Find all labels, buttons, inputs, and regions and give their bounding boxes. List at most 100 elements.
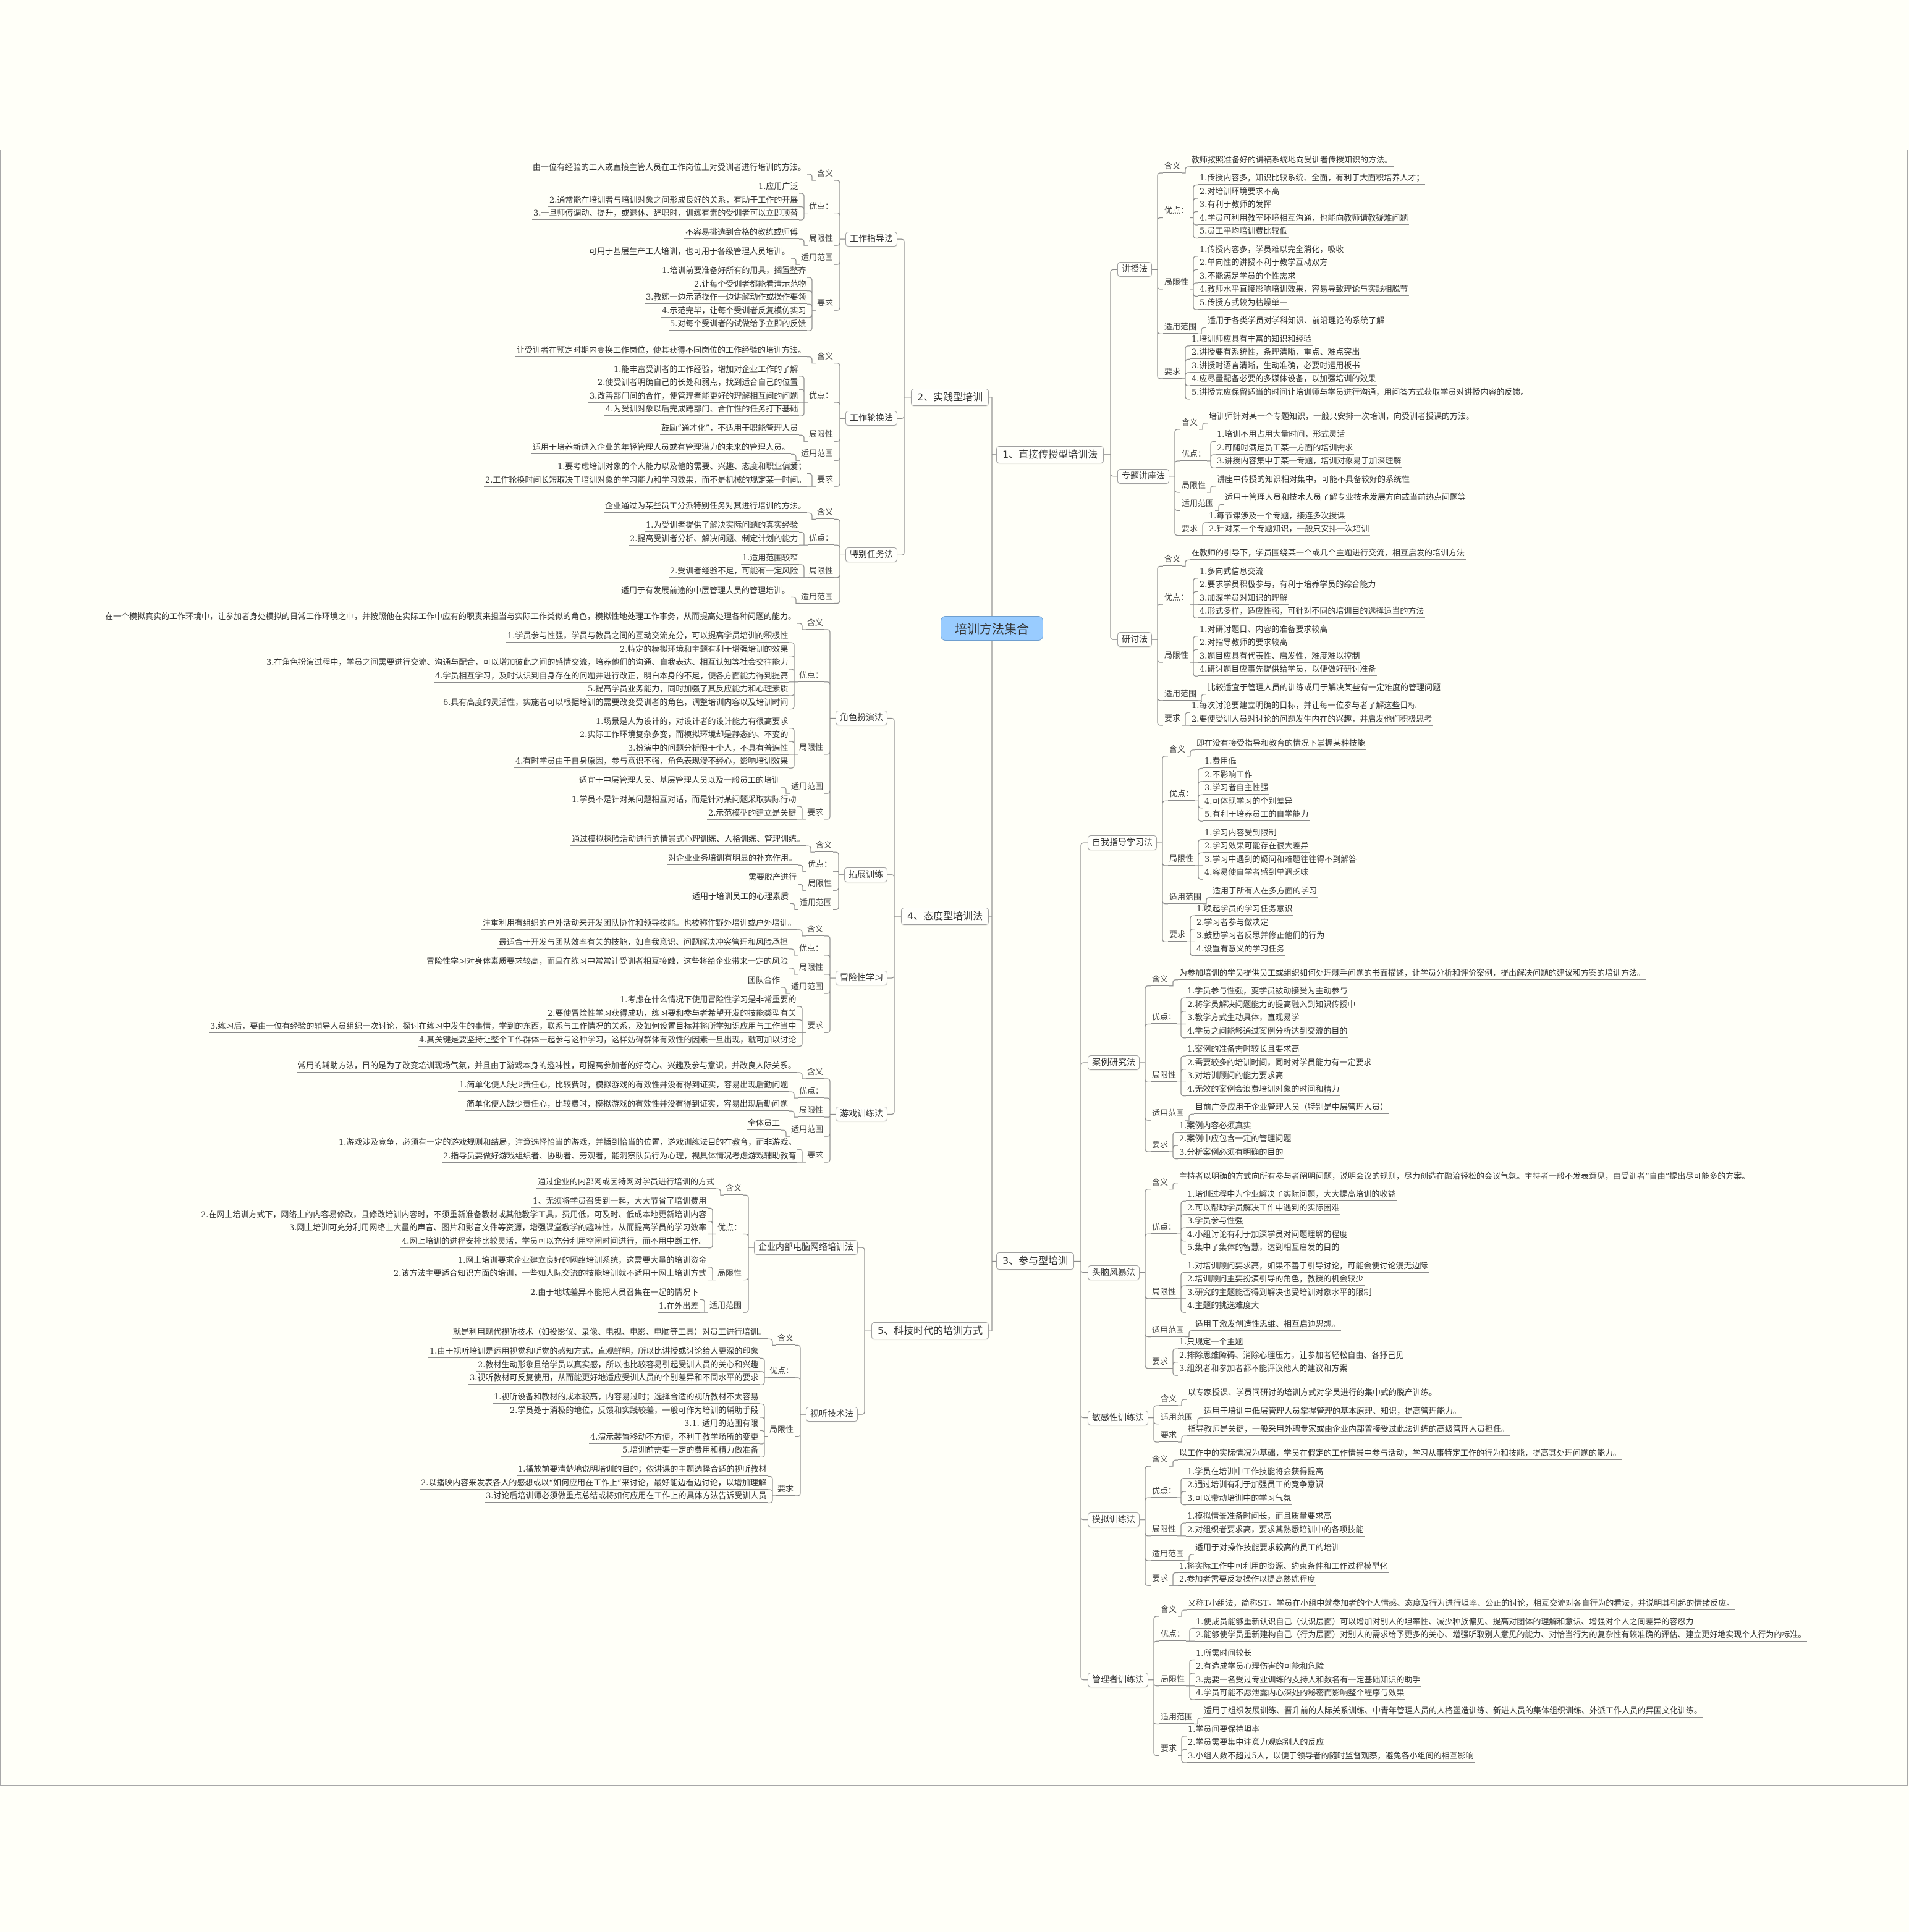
leaf-item: 比较适宜于管理人员的训练或用于解决某些有一定难度的管理问题 [1206,682,1442,694]
central-topic[interactable]: 培训方法集合 [941,616,1043,641]
method-node[interactable]: 拓展训练 [844,867,887,882]
method-node[interactable]: 头脑风暴法 [1088,1265,1140,1280]
category-label: 优点： [798,1086,825,1099]
method-node[interactable]: 研讨法 [1117,632,1152,648]
category-label: 局限性 [1159,1674,1187,1686]
category-label: 要求 [1159,1743,1179,1756]
method-node[interactable]: 视听技术法 [806,1407,858,1422]
leaf-item: 以工作中的实际情况为基础，学员在假定的工作情景中参与活动，学习从事特定工作的行为… [1178,1448,1623,1461]
category-label: 含义 [816,168,835,180]
branch-node[interactable]: 1、直接传授型培训法 [996,445,1104,463]
leaf-item: 培训师针对某一个专题知识，一般只安排一次培训，向受训者授课的方法。 [1208,411,1476,423]
category-label: 适用范围 [800,252,835,265]
branch-node[interactable]: 3、参与型培训 [996,1252,1075,1270]
leaf-item: 1.费用低 [1203,756,1238,769]
category-label: 含义 [1168,744,1187,756]
leaf-item: 2.通过培训有利于加强员工的竞争意识 [1186,1479,1325,1492]
leaf-item: 1、无须将学员召集到一起，大大节省了培训费用 [531,1196,708,1209]
branch-node[interactable]: 4、态度型培训法 [901,907,989,925]
method-node[interactable]: 模拟训练法 [1088,1512,1140,1527]
leaf-item: 以专家授课、学员间研讨的培训方式对学员进行的集中式的脱产训练。 [1187,1387,1439,1400]
leaf-item: 2.通常能在培训者与培训对象之间形成良好的关系，有助于工作的开展 [548,195,800,207]
category-label: 适用范围 [1159,1412,1195,1424]
leaf-item: 3.鼓励学习者反思并修正他们的行为 [1195,930,1326,943]
leaf-item: 2.以播映内容来发表各人的感想或以“如何应用在工作上”来讨论，最好能边看边讨论，… [420,1477,768,1490]
leaf-item: 3.组织者和参加者都不能评议他人的建议和方案 [1178,1363,1349,1376]
category-label: 优点： [1168,788,1195,801]
category-label: 适用范围 [798,897,834,910]
method-node[interactable]: 工作指导法 [845,232,897,247]
category-label: 局限性 [808,565,835,578]
leaf-item: 5.讲授完应保留适当的时间让培训师与学员进行沟通，用问答方式获取学员对讲授内容的… [1190,387,1530,399]
method-node[interactable]: 自我指导学习法 [1088,835,1157,851]
category-label: 局限性 [798,742,825,754]
leaf-item: 2.可以帮助学员解决工作中遇到的实际困难 [1186,1202,1341,1215]
method-node[interactable]: 管理者训练法 [1088,1672,1148,1687]
category-label: 含义 [806,1066,825,1079]
leaf-item: 3.扮演中的问题分析限于个人，不具有普遍性 [627,743,790,755]
branch-node[interactable]: 2、实践型培训 [911,388,989,406]
category-label: 适用范围 [800,448,835,461]
category-label: 要求 [806,807,825,819]
leaf-item: 适用于激发创造性思维、相互启迪思想。 [1194,1318,1342,1331]
leaf-item: 1.简单化使人缺少责任心，比较费时，模拟游戏的有效性并没有得到证实，容易出现后勤… [458,1079,790,1092]
category-label: 局限性 [1163,277,1190,289]
leaf-item: 适用于组织发展训练、晋升前的人际关系训练、中青年管理人员的人格塑造训练、新进人员… [1203,1705,1704,1718]
category-label: 含义 [1159,1604,1179,1617]
category-label: 要求 [816,298,835,311]
leaf-item: 可用于基层生产工人培训，也可用于各级管理人员培训。 [588,246,792,259]
leaf-item: 1.学员不是针对某问题相互对话，而是针对某问题采取实际行动 [570,794,798,807]
leaf-item: 主持者以明确的方式向所有参与者阐明问题，说明会议的规则，尽力创造在融洽轻松的会议… [1178,1171,1751,1183]
leaf-item: 1.培训师应具有丰富的知识和经验 [1190,334,1313,346]
method-node[interactable]: 游戏训练法 [836,1107,887,1122]
leaf-item: 4.无效的案例会浪费培训对象的时间和精力 [1186,1084,1341,1096]
category-label: 含义 [1163,161,1182,173]
leaf-item: 2.由于地域差异不能把人员召集在一起的情况下 [529,1287,700,1300]
leaf-item: 适宜于中层管理人员、基层管理人员以及一般员工的培训 [578,775,782,788]
leaf-item: 又称T小组法，简称ST。学员在小组中就参加者的个人情感、态度及行为进行坦率、公正… [1187,1598,1736,1611]
method-node[interactable]: 敏感性训练法 [1088,1410,1148,1425]
method-node[interactable]: 工作轮换法 [845,411,897,426]
category-label: 适用范围 [1151,1325,1186,1337]
leaf-item: 最适合于开发与团队效率有关的技能，如自我意识、问题解决冲突管理和风险承担 [497,937,790,949]
category-label: 适用范围 [790,1124,825,1137]
method-node[interactable]: 角色扮演法 [836,711,887,726]
method-node[interactable]: 案例研究法 [1088,1055,1140,1070]
method-node[interactable]: 讲授法 [1117,262,1152,277]
leaf-item: 2.该方法主要适合知识方面的培训，一些如人际交流的技能培训就不适用于网上培训方式 [392,1268,708,1281]
method-node[interactable]: 特别任务法 [845,547,897,563]
category-label: 要求 [1168,929,1187,942]
leaf-item: 3.改善部门间的合作，使管理者能更好的理解相互间的问题 [588,390,800,403]
leaf-item: 2.对指导教师的要求较高 [1198,637,1289,650]
category-label: 局限性 [1151,1524,1178,1536]
method-node[interactable]: 冒险性学习 [836,971,887,986]
category-label: 含义 [816,507,835,520]
category-label: 适用范围 [800,591,835,604]
leaf-item: 1.要考虑培训对象的个人能力以及他的需要、兴趣、态度和职业偏爱； [556,461,808,474]
leaf-item: 1.案例的准备需时较长且要求高 [1186,1044,1301,1057]
category-label: 要求 [816,474,835,487]
leaf-item: 4.演示装置移动不方便，不利于教学场所的变更 [589,1432,760,1444]
leaf-item: 1.传授内容多，知识比较系统、全面，有利于大面积培养人才； [1198,172,1426,185]
category-label: 要求 [1151,1573,1170,1586]
method-node[interactable]: 企业内部电脑网络培训法 [754,1240,858,1255]
leaf-item: 通过模拟探险活动进行的情景式心理训练、人格训练、管理训练。 [570,833,806,846]
method-node[interactable]: 专题讲座法 [1117,468,1169,484]
leaf-item: 2.工作轮换时间长短取决于培训对象的学习能力和学习效果，而不是机械的规定某一时间… [484,475,808,487]
leaf-item: 1.所需时间较长 [1195,1648,1253,1660]
leaf-item: 3.小组人数不超过5人，以便于领导者的随时监督观察，避免各小组间的相互影响 [1187,1750,1475,1763]
category-label: 优点： [716,1222,743,1234]
category-label: 含义 [1151,1177,1170,1189]
leaf-item: 2.对组织者要求高，要求其熟悉培训中的各项技能 [1186,1524,1365,1537]
branch-node[interactable]: 5、科技时代的培训方式 [871,1322,989,1340]
leaf-item: 3.学习中遇到的疑问和难题往往得不到解答 [1203,854,1358,866]
leaf-item: 2.提高受训者分析、解决问题、制定计划的能力 [629,533,800,546]
category-label: 优点： [808,533,835,546]
category-label: 含义 [1151,974,1170,986]
branch-connector [700,166,1224,1763]
leaf-item: 2.学员处于消极的地位，反馈和实践较差，一般可作为培训的辅助手段 [509,1405,760,1417]
leaf-item: 3.学员参与性强 [1186,1215,1245,1228]
category-label: 局限性 [798,1105,825,1118]
leaf-item: 2.学习者参与做决定 [1195,917,1270,929]
